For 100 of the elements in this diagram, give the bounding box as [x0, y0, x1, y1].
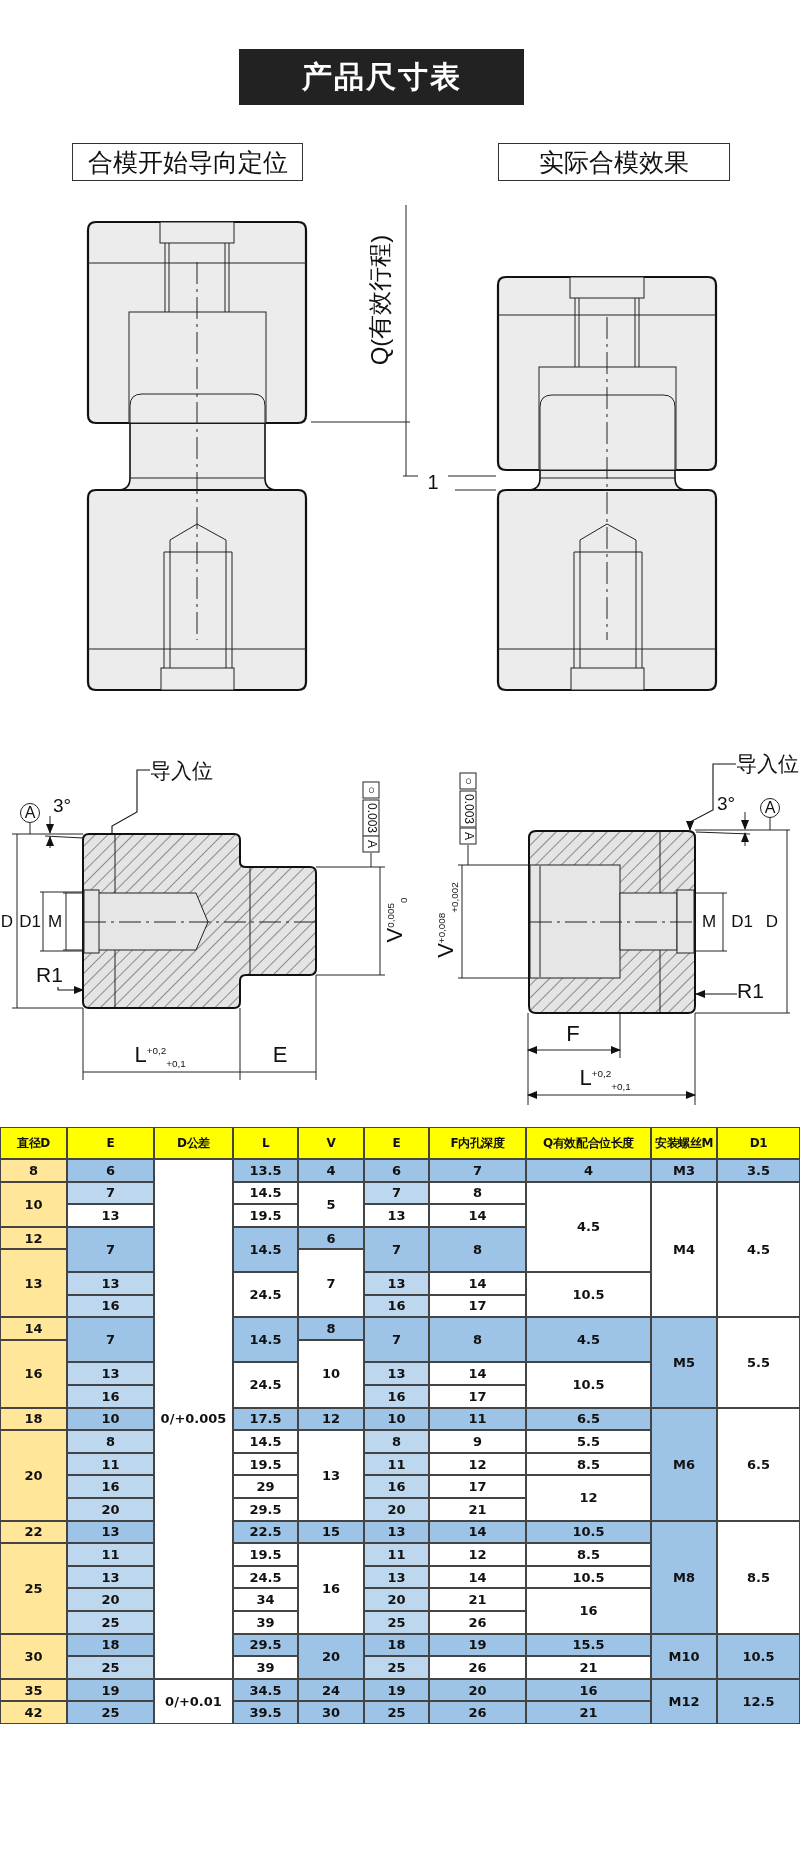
header-cell: V [298, 1127, 364, 1159]
table-cell: 9 [429, 1430, 526, 1453]
tolerance-symbol: ○ [362, 781, 380, 799]
table-cell: 14 [429, 1362, 526, 1385]
table-cell: 16 [0, 1339, 67, 1408]
table-cell: 29.5 [233, 1633, 298, 1657]
table-cell: 11 [364, 1543, 429, 1566]
bushing-section-drawing [528, 830, 696, 1014]
table-cell: 8 [364, 1430, 429, 1453]
table-cell: 13 [67, 1204, 154, 1227]
bushing-section-drawing [83, 834, 317, 1009]
table-cell: 14 [429, 1565, 526, 1589]
datum-reference: A [459, 827, 477, 845]
angle-label: 3° [716, 793, 736, 815]
table-cell: M10 [651, 1633, 717, 1679]
table-cell: 7 [67, 1181, 154, 1205]
table-cell: 13 [364, 1362, 429, 1385]
table-cell: 10 [298, 1339, 364, 1408]
table-cell: 17 [429, 1385, 526, 1408]
table-cell: 3.5 [717, 1159, 800, 1182]
table-cell: 8.5 [717, 1520, 800, 1634]
table-cell: 22 [0, 1520, 67, 1544]
table-cell: 12 [0, 1226, 67, 1250]
table-cell: 29.5 [233, 1498, 298, 1521]
header-cell: F内孔深度 [429, 1127, 526, 1159]
table-cell: 16 [526, 1588, 651, 1634]
table-cell: 18 [364, 1633, 429, 1657]
table-cell: 21 [526, 1656, 651, 1679]
table-cell: 4.5 [526, 1317, 651, 1363]
table-cell: 34 [233, 1588, 298, 1611]
table-cell: 7 [67, 1317, 154, 1363]
tolerance-value: 0.003 [362, 799, 380, 837]
table-cell: 25 [67, 1701, 154, 1724]
table-cell: 34.5 [233, 1678, 298, 1702]
table-cell: 19.5 [233, 1204, 298, 1227]
table-cell: 13 [67, 1362, 154, 1385]
table-cell: 26 [429, 1701, 526, 1724]
dimension-label: D1 [731, 912, 753, 932]
table-cell: 14 [429, 1272, 526, 1295]
table-cell: 42 [0, 1701, 67, 1724]
table-cell: 11 [364, 1452, 429, 1476]
table-cell: 14.5 [233, 1181, 298, 1205]
table-cell: 14.5 [233, 1226, 298, 1272]
table-cell: 10.5 [526, 1565, 651, 1589]
table-cell: 18 [67, 1633, 154, 1657]
table-cell: 14 [0, 1317, 67, 1340]
table-cell: 10 [364, 1407, 429, 1431]
table-cell: 16 [67, 1475, 154, 1498]
table-cell: 10.5 [526, 1362, 651, 1408]
table-cell: 7 [298, 1249, 364, 1318]
table-cell: 18 [0, 1407, 67, 1431]
table-cell: 26 [429, 1656, 526, 1679]
table-cell: 6 [298, 1226, 364, 1250]
table-cell: 16 [67, 1385, 154, 1408]
table-cell: 8 [67, 1430, 154, 1453]
table-cell: 22.5 [233, 1520, 298, 1544]
table-cell: 25 [364, 1656, 429, 1679]
table-cell: 7 [364, 1181, 429, 1205]
table-cell: 10.5 [717, 1633, 800, 1679]
datum-symbol: A [20, 803, 40, 823]
header-cell: D公差 [154, 1127, 233, 1159]
table-cell: 12 [298, 1407, 364, 1431]
dimension-label: E [272, 1042, 288, 1068]
leader-line [111, 769, 151, 835]
table-cell: 20 [0, 1430, 67, 1521]
leader-line [686, 763, 737, 831]
table-cell: 14.5 [233, 1430, 298, 1453]
dimension-label: D [0, 912, 14, 932]
table-cell: 19.5 [233, 1543, 298, 1566]
table-cell: 21 [526, 1701, 651, 1724]
table-cell: 13 [364, 1565, 429, 1589]
dimension-label: M [47, 912, 63, 932]
table-cell: 7 [429, 1159, 526, 1182]
table-cell: 14 [429, 1520, 526, 1544]
table-cell: 24.5 [233, 1565, 298, 1589]
table-cell: 12 [429, 1543, 526, 1566]
dimension-label: D1 [19, 912, 41, 932]
table-cell: 20 [429, 1678, 526, 1702]
table-cell: 13 [364, 1520, 429, 1544]
table-cell: 12 [429, 1452, 526, 1476]
table-cell: 24 [298, 1678, 364, 1702]
table-cell: 10 [67, 1407, 154, 1431]
table-cell: 17.5 [233, 1407, 298, 1431]
datum-reference: A [362, 835, 380, 853]
table-cell: 11 [67, 1543, 154, 1566]
dimension-label: M [701, 912, 717, 932]
table-cell: 13 [298, 1430, 364, 1521]
callout-text: 导入位 [150, 758, 213, 784]
table-cell: 8.5 [526, 1543, 651, 1566]
header-cell: D1 [717, 1127, 800, 1159]
table-cell: 6.5 [526, 1407, 651, 1431]
table-cell: M3 [651, 1159, 717, 1182]
table-cell: 8 [0, 1159, 67, 1182]
table-cell: 12.5 [717, 1678, 800, 1724]
table-cell: M8 [651, 1520, 717, 1634]
table-cell: 13 [67, 1272, 154, 1295]
table-cell: 20 [364, 1588, 429, 1611]
table-cell: 4 [526, 1159, 651, 1182]
leader-line [57, 986, 84, 994]
tolerance-value: 0.003 [459, 790, 477, 828]
